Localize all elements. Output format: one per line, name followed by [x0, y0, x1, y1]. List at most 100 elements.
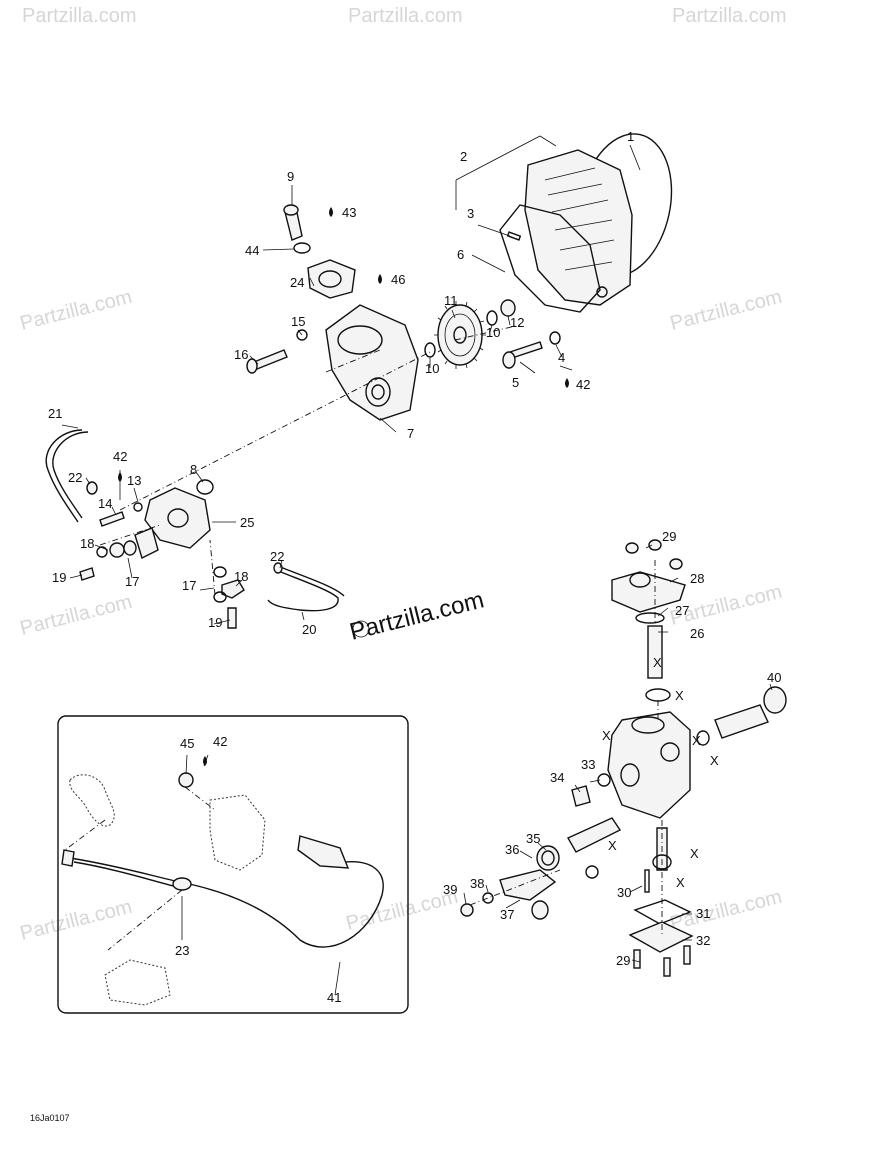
callout-6: 6	[457, 247, 464, 262]
callout-31: 31	[696, 906, 710, 921]
copyright-icon	[352, 620, 370, 638]
fitting-18	[109, 542, 125, 558]
callout-38: 38	[470, 876, 484, 891]
callout-3: 3	[467, 206, 474, 221]
callout-24: 24	[290, 275, 304, 290]
callout-40: 40	[767, 670, 781, 685]
watermark-text: Partzilla.com	[348, 5, 462, 27]
callout-21: 21	[48, 406, 62, 421]
screw-14	[99, 511, 125, 527]
watermark-text: Partzilla.com	[672, 5, 786, 27]
callout-x: X	[676, 875, 685, 890]
callout-29: 29	[662, 529, 676, 544]
callout-1: 1	[627, 129, 634, 144]
pump-body	[607, 711, 691, 819]
callout-x: X	[692, 733, 701, 748]
callout-10: 10	[425, 361, 439, 376]
nut-45	[178, 772, 194, 788]
ring-27	[635, 612, 665, 624]
callout-18: 18	[234, 569, 248, 584]
callout-labels: 1 2 3 4 5 6 7 8 9 10 10 11 12 13 14 15 1…	[48, 129, 781, 1005]
pin-3	[506, 231, 522, 241]
callout-46: 46	[391, 272, 405, 287]
callout-41: 41	[327, 990, 341, 1005]
oil-pump-housing-assembly	[119, 204, 521, 511]
callout-25: 25	[240, 515, 254, 530]
callout-4: 4	[558, 350, 565, 365]
oil-drop-icon	[329, 207, 333, 217]
washer-4	[549, 331, 561, 345]
callout-34: 34	[550, 770, 564, 785]
oil-line-20	[267, 569, 339, 612]
callout-18: 18	[80, 536, 94, 551]
callout-x: X	[608, 838, 617, 853]
callout-x: X	[653, 655, 662, 670]
inset-frame	[57, 715, 409, 1014]
watermark-text: Partzilla.com	[668, 286, 784, 335]
callout-26: 26	[690, 626, 704, 641]
washer-44	[293, 242, 311, 254]
carb-outline	[69, 774, 115, 827]
oil-pump-housing-7	[325, 304, 419, 421]
callout-29: 29	[616, 953, 630, 968]
callout-14: 14	[98, 496, 112, 511]
callout-11: 11	[444, 293, 458, 308]
callout-42: 42	[213, 734, 227, 749]
lever-37	[499, 869, 557, 901]
callout-2: 2	[460, 149, 467, 164]
callout-44: 44	[245, 243, 259, 258]
callout-37: 37	[500, 907, 514, 922]
callout-33: 33	[581, 757, 595, 772]
callout-22: 22	[68, 470, 82, 485]
washer-17	[213, 566, 227, 578]
callout-32: 32	[696, 933, 710, 948]
callout-x: X	[710, 753, 719, 768]
callout-19: 19	[208, 615, 222, 630]
cable-end	[297, 835, 350, 869]
gear-assembly	[424, 299, 561, 369]
oil-drop-icon	[378, 274, 382, 284]
clamp-22	[273, 562, 283, 574]
nut-12	[500, 299, 516, 317]
callout-x: X	[602, 728, 611, 743]
gasket-24	[307, 259, 356, 299]
rotary-valve-cover-assembly	[455, 133, 673, 313]
oil-pump-25	[144, 487, 211, 549]
screw-29	[625, 542, 639, 554]
bolt-19	[79, 567, 95, 581]
callout-23: 23	[175, 943, 189, 958]
callout-leaders	[61, 144, 773, 996]
plate-32	[628, 921, 694, 953]
cable-inset	[57, 715, 409, 1014]
callout-28: 28	[690, 571, 704, 586]
spring	[645, 688, 671, 702]
callout-10: 10	[486, 325, 500, 340]
callout-20: 20	[302, 622, 316, 637]
washer-38	[482, 892, 494, 904]
callout-36: 36	[505, 842, 519, 857]
pump-outline	[104, 959, 171, 1006]
callout-19: 19	[52, 570, 66, 585]
shaft	[567, 817, 622, 853]
oil-drop-icons	[118, 207, 569, 766]
callout-17: 17	[125, 574, 139, 589]
callout-39: 39	[443, 882, 457, 897]
callout-12: 12	[510, 315, 524, 330]
watermark-text: Partzilla.com	[18, 896, 134, 945]
center-watermark: Partzilla.com	[347, 586, 487, 645]
oil-drop-icon	[118, 472, 122, 482]
oil-drop-icon	[565, 378, 569, 388]
callout-35: 35	[526, 831, 540, 846]
callout-30: 30	[617, 885, 631, 900]
callout-27: 27	[675, 603, 689, 618]
valve-40	[714, 704, 769, 739]
o-ring-8	[196, 479, 214, 495]
rotary-valve-cover	[524, 149, 633, 306]
bolt-16	[253, 349, 288, 370]
washer-15	[296, 329, 308, 341]
callout-x: X	[675, 688, 684, 703]
watermark-text: Partzilla.com	[22, 5, 136, 27]
callout-x: X	[690, 846, 699, 861]
figure-code: 16Ja0107	[30, 1113, 70, 1123]
